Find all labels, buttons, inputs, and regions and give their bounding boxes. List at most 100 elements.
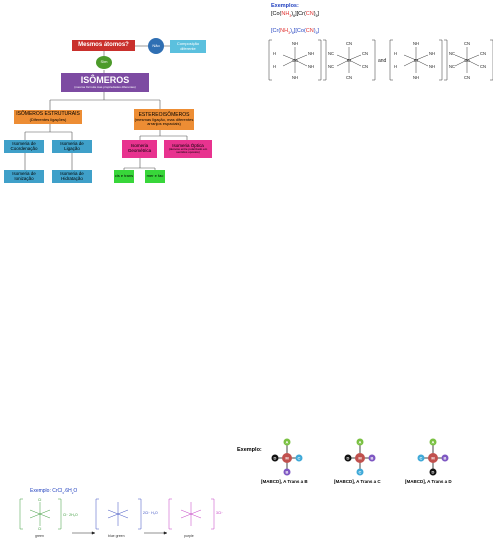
m2-c: C xyxy=(359,470,362,475)
different-composition-box: Composição diferente xyxy=(170,40,206,53)
caption-2: [MABCD], A Trans a C xyxy=(334,479,381,484)
mer-fac-box: mer e fac xyxy=(145,170,165,183)
same-atoms-question: Mesmos átomos? xyxy=(72,40,135,51)
purple-counter-ions: 3Cl⁻ xyxy=(216,511,223,515)
nc-l3: NC xyxy=(449,51,455,56)
molecule-1 xyxy=(271,438,303,476)
cis-trans-text: cis e trans xyxy=(114,173,134,179)
nh3-top-3: NH xyxy=(413,41,419,46)
m1-b: B xyxy=(286,470,289,475)
hydration-label-rest: .6H xyxy=(63,488,72,494)
structural-title: ISÔMEROS ESTRUTURAIS xyxy=(16,111,80,118)
cn-r1: CN xyxy=(362,51,368,56)
blue-counter-ions: 2Cl⁻ H₂O xyxy=(143,511,158,515)
octahedral-structures: Co NH NH H H NH NH Cr CN CN NC NC CN CN … xyxy=(268,39,493,81)
nh3-r4: NH xyxy=(429,64,435,69)
f2-p4: 6 xyxy=(291,31,294,36)
cn-top-4: CN xyxy=(464,41,470,46)
example-label: Exemplos: xyxy=(271,3,299,9)
hydration-label-main: Exemplo: CrCl xyxy=(30,488,63,494)
f2-p0: [Cr( xyxy=(271,28,281,34)
mer-fac-text: mer e fac xyxy=(146,173,164,179)
same-atoms-text: Mesmos átomos? xyxy=(78,42,129,49)
blue-green-complex xyxy=(95,498,142,530)
f2-p7: ) xyxy=(313,28,316,34)
m2-m: M xyxy=(358,456,362,461)
isomer-flowchart: Mesmos átomos? Não Composição diferente … xyxy=(0,0,246,200)
geometric-text: Isomeria Geométrica xyxy=(127,143,152,153)
cn-r3: CN xyxy=(480,51,486,56)
hydration-label: Exemplo: CrCl3.6H2O xyxy=(30,488,77,495)
svg-text:Cl: Cl xyxy=(38,498,42,502)
nc-l1: NC xyxy=(328,51,334,56)
purple-caption: purple xyxy=(184,534,194,538)
and-text: and xyxy=(378,58,387,64)
f1-p4: 6 xyxy=(293,14,296,19)
cn-r4: CN xyxy=(480,64,486,69)
f2-p9: ] xyxy=(317,28,320,34)
f1-p5: ][Cr( xyxy=(295,11,306,17)
m2-a: A xyxy=(359,440,362,445)
stereo-subtitle: (mesmas ligação, mas diferentes arranjos… xyxy=(134,116,194,127)
molecule-2 xyxy=(344,438,376,476)
yes-circle: Sim xyxy=(96,56,112,69)
cr-label-2: Cr xyxy=(414,58,419,63)
m3-c: C xyxy=(420,456,423,461)
h3n-l1: H xyxy=(273,51,276,56)
f1-p3: ) xyxy=(291,11,294,17)
molecule-3 xyxy=(417,438,449,476)
f2-p6: CN xyxy=(305,28,314,34)
h3n-l3: H xyxy=(394,51,397,56)
mabcd-example: Exemplo: xyxy=(230,430,493,490)
caption-3: [MABCD], A Trans a D xyxy=(405,479,452,484)
cn-bot-4: CN xyxy=(464,75,470,80)
nc-l4: NC xyxy=(449,64,455,69)
f1-p1: NH xyxy=(281,11,290,17)
blue-green-caption: blue green xyxy=(108,534,125,538)
m1-d: D xyxy=(274,456,277,461)
purple-complex xyxy=(168,498,215,530)
optical-title: Isomeria Óptica xyxy=(172,142,204,148)
nh3-top-1: NH xyxy=(292,41,298,46)
m3-d: D xyxy=(432,470,435,475)
caption-1: [MABCD], A Trans a B xyxy=(261,479,308,484)
co-label-2: Co xyxy=(464,58,470,63)
ionization-text: Isomeria de Ionização xyxy=(12,170,36,181)
no-circle: Não xyxy=(148,38,164,54)
m1-c: C xyxy=(298,456,301,461)
m2-b: B xyxy=(371,456,374,461)
hydration-text: Isomeria de Hidratação xyxy=(60,170,84,181)
nh3-r3: NH xyxy=(429,51,435,56)
stereoisomers-box: ESTEREOISÔMEROS (mesmas ligação, mas dif… xyxy=(134,109,194,130)
f1-p9: ] xyxy=(317,11,320,17)
isomers-title: ISÔMEROS xyxy=(80,75,130,86)
hydration-label-sub2: 2 xyxy=(71,491,74,495)
m1-m: M xyxy=(285,456,289,461)
f2-p5: ][Co( xyxy=(293,28,306,34)
nc-l2: NC xyxy=(328,64,334,69)
geometric-isomerism-box: Isomeria Geométrica xyxy=(122,140,157,158)
m3-b: B xyxy=(444,456,447,461)
h3n-l2: H xyxy=(273,64,276,69)
m1-a: A xyxy=(286,440,289,445)
hydration-example: Exemplo: CrCl3.6H2O xyxy=(0,480,230,540)
f2-p1: NH xyxy=(280,28,289,34)
hydration-label-sub1: 3 xyxy=(62,491,64,495)
ligation-text: Isomeria de Ligação xyxy=(60,140,84,151)
coordination-text: Isomeria de Coordenação xyxy=(10,140,38,151)
green-caption: green xyxy=(35,534,44,538)
formula-2: [Cr(NH3)6][Co(CN)6] xyxy=(271,28,319,35)
f1-p6: CN xyxy=(305,11,314,17)
nh3-r1: NH xyxy=(308,51,314,56)
different-composition-text: Composição diferente xyxy=(176,41,200,51)
nh3-r2: NH xyxy=(308,64,314,69)
hydration-structures: Cl Cl Cl⁻ 2H₂O 2Cl⁻ H₂O 3Cl⁻ green blue … xyxy=(19,498,223,538)
ionization-isomerism-box: Isomeria de Ionização xyxy=(4,170,44,183)
f1-p0: [Co( xyxy=(271,11,282,17)
nh3-bot-1: NH xyxy=(292,75,298,80)
svg-text:Cl: Cl xyxy=(38,527,42,531)
cis-trans-box: cis e trans xyxy=(114,170,134,183)
nh3-bot-3: NH xyxy=(413,75,419,80)
ligation-isomerism-box: Isomeria de Ligação xyxy=(52,140,92,153)
structural-subtitle: (Diferentes ligações) xyxy=(29,116,67,122)
